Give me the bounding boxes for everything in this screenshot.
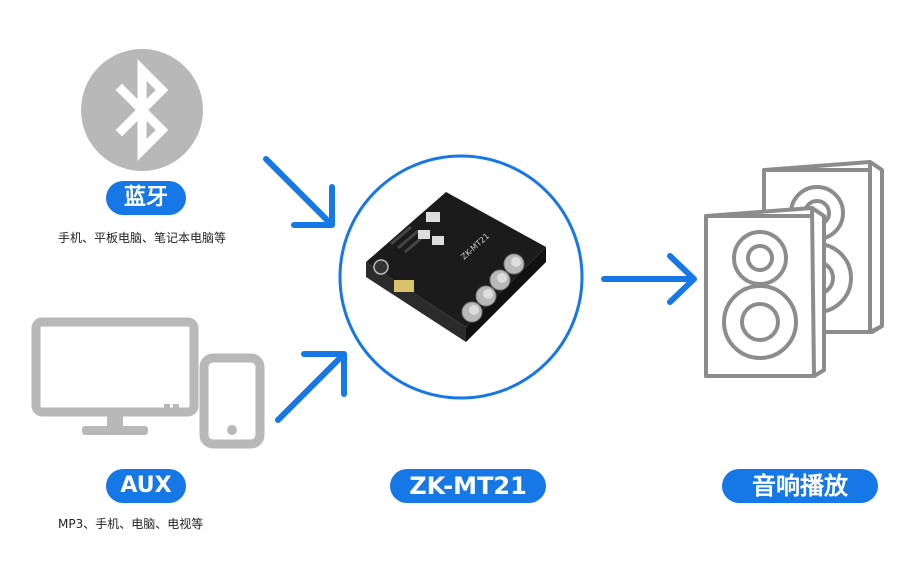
output-label: 音响播放	[722, 469, 878, 503]
bluetooth-label: 蓝牙	[106, 181, 186, 215]
bluetooth-caption: 手机、平板电脑、笔记本电脑等	[58, 231, 227, 245]
monitor-phone-icon	[31, 317, 265, 449]
arrow-aux-to-device	[275, 351, 347, 423]
device-label: ZK-MT21	[390, 469, 546, 503]
bluetooth-icon	[81, 49, 203, 171]
arrow-bluetooth-to-device	[263, 156, 335, 228]
device-image: ZK-MT21	[338, 154, 584, 400]
aux-caption: MP3、手机、电脑、电视等	[58, 517, 204, 531]
arrow-device-to-speaker	[601, 253, 697, 305]
aux-label: AUX	[106, 469, 186, 503]
speaker-icon	[704, 160, 884, 378]
